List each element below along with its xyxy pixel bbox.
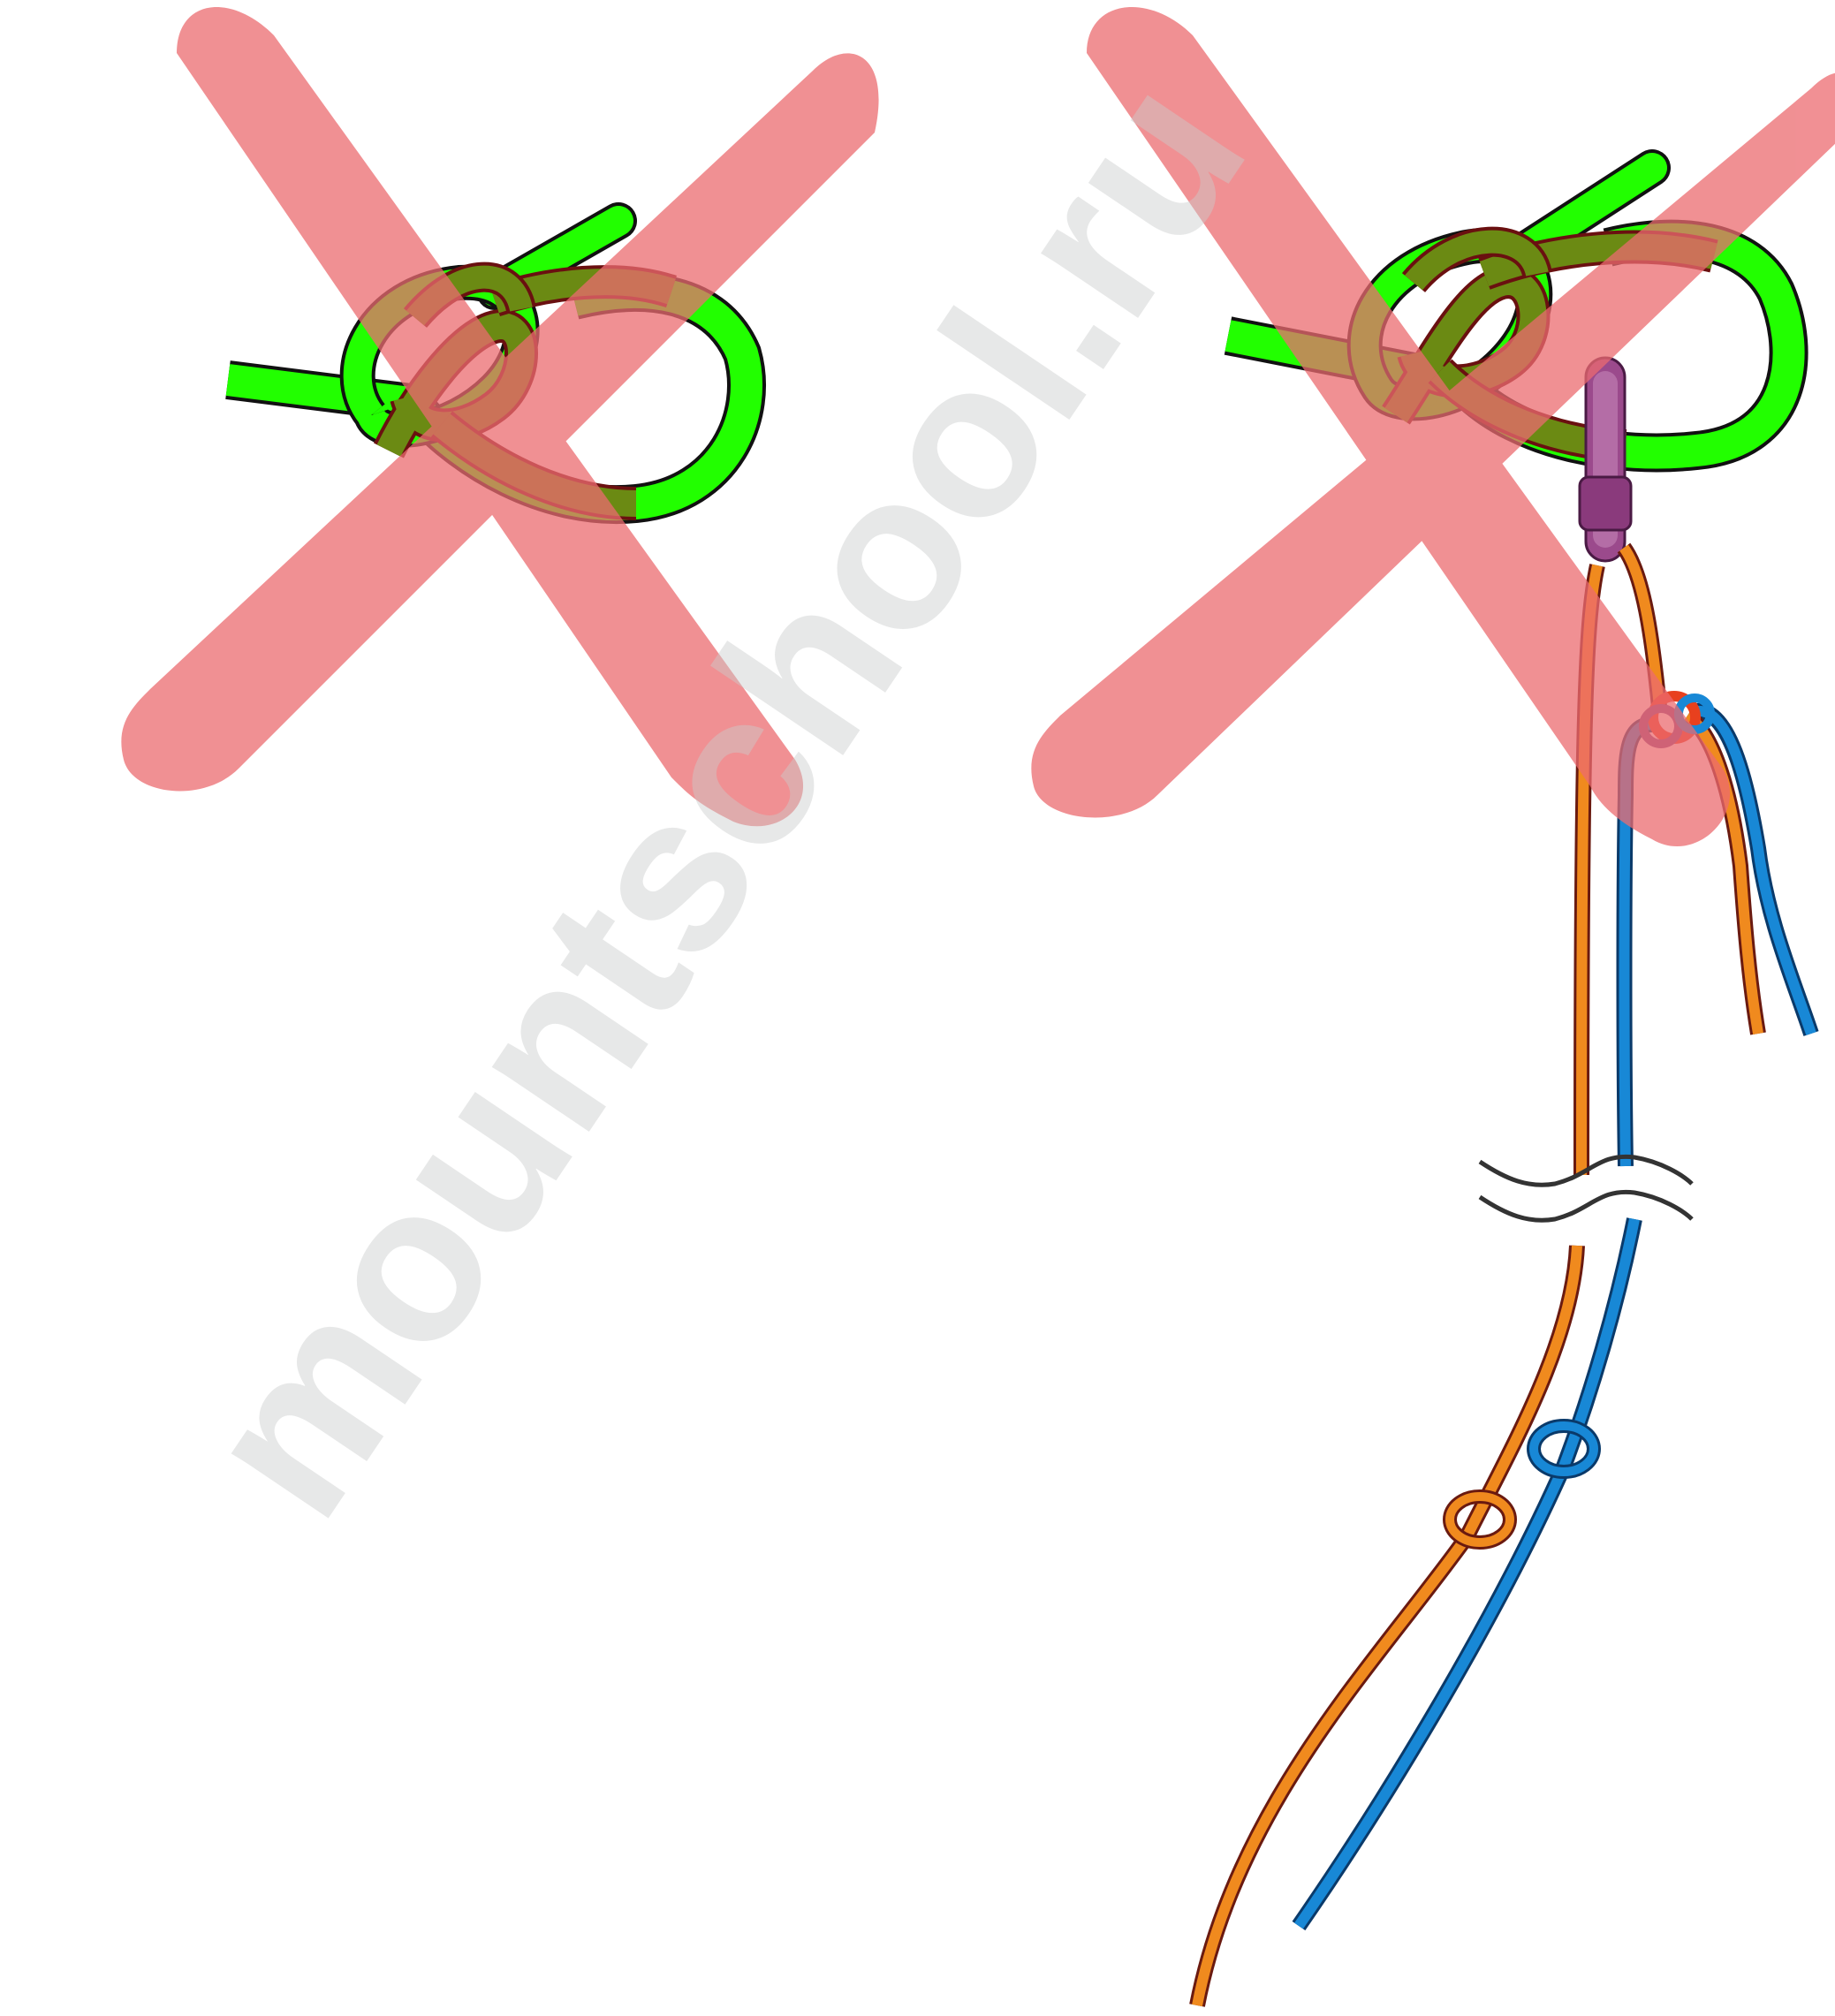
- cross-mark-icon: [121, 6, 1835, 847]
- rope-break-icon: [1478, 1154, 1694, 1223]
- carabiner-icon: [1578, 356, 1633, 563]
- lower-ropes: [1189, 1217, 1642, 2007]
- knot-icon: [1443, 1419, 1601, 1550]
